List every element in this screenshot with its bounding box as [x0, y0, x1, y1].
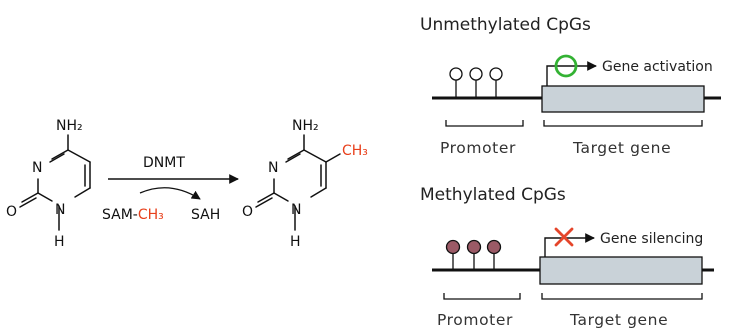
methylcytosine-ring-hydrogen: H [290, 234, 301, 250]
cytosine-ring-hydrogen: H [54, 234, 65, 250]
unmethylated-cpg-sites [449, 67, 503, 97]
unmethylated-target-gene-box [541, 85, 705, 113]
methylated-target-gene-box [539, 256, 703, 285]
methylated-promoter-label: Promoter [437, 311, 513, 329]
methylcytosine-amino-group: NH₂ [292, 118, 319, 134]
enzyme-label: DNMT [143, 155, 185, 171]
methylated-outcome-label: Gene silencing [600, 231, 703, 247]
unmethylated-gene-label: Target gene [572, 139, 671, 157]
unmethylated-transcription-start-arrow [546, 61, 597, 86]
unmethylated-gene-bracket [543, 120, 703, 127]
methylated-cpg-site [466, 239, 482, 269]
unmethylated-outcome-label: Gene activation [602, 59, 713, 75]
methylcytosine-ring-nitrogen-upper: N [268, 160, 278, 176]
methylated-cpg-site [445, 239, 461, 269]
silencing-cross-icon [554, 227, 574, 247]
cytosine-carbonyl-oxygen: O [6, 204, 17, 220]
methylated-gene-bracket [541, 293, 703, 300]
cofactor-curve-arrow [139, 187, 201, 200]
byproduct-label: SAH [191, 207, 220, 223]
methylated-panel-title: Methylated CpGs [420, 185, 566, 205]
unmethylated-cpg-site [489, 67, 503, 97]
unmethylated-cpg-site [469, 67, 483, 97]
methylated-cpg-sites [445, 239, 502, 269]
activation-circle-icon [554, 54, 578, 78]
unmethylated-cpg-site [449, 67, 463, 97]
methylcytosine-ring-nitrogen-lower: N [291, 202, 301, 218]
methylcytosine-methyl-group: CH₃ [342, 143, 368, 159]
methylcytosine-carbonyl-oxygen: O [242, 204, 253, 220]
unmethylated-panel-title: Unmethylated CpGs [420, 15, 591, 35]
unmethylated-promoter-bracket [445, 120, 524, 127]
cytosine-ring-nitrogen-lower: N [55, 202, 65, 218]
methylated-cpg-site [486, 239, 502, 269]
methylated-gene-label: Target gene [569, 311, 668, 329]
methylated-transcription-start-arrow [544, 233, 595, 257]
methyl-donor-label: SAM-CH₃ [102, 207, 164, 223]
methylcytosine-structure [255, 134, 341, 231]
cytosine-ring-nitrogen-upper: N [32, 160, 42, 176]
cytosine-structure [19, 134, 91, 231]
cytosine-amino-group: NH₂ [56, 118, 83, 134]
methylated-promoter-bracket [443, 293, 521, 300]
unmethylated-promoter-label: Promoter [440, 139, 516, 157]
